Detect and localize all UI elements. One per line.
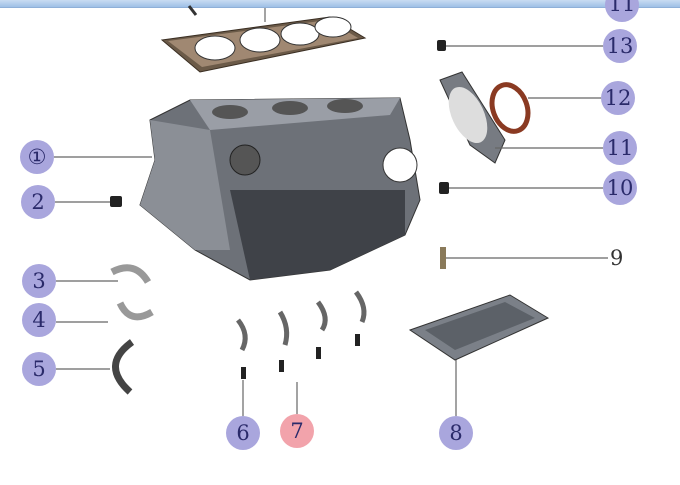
svg-text:5: 5 — [32, 357, 45, 381]
svg-text:3: 3 — [32, 269, 45, 293]
lower-bearing-shell[interactable] — [116, 301, 154, 321]
rear-seal-housing[interactable] — [439, 71, 506, 164]
jet-bolts — [241, 334, 360, 379]
callout-7[interactable]: 7 — [280, 414, 314, 448]
callout-10[interactable]: 10 — [603, 171, 637, 205]
callout-1[interactable]: ① — [20, 140, 54, 174]
callout-5[interactable]: 5 — [22, 352, 56, 386]
svg-text:11: 11 — [607, 136, 634, 160]
piston-oil-jets[interactable] — [235, 290, 367, 352]
callout-11[interactable]: 11 — [603, 131, 637, 165]
callout-11-top[interactable]: 11 — [605, 0, 639, 22]
main-bearing-ladder[interactable] — [408, 294, 550, 361]
callout-12[interactable]: 12 — [601, 81, 635, 115]
rear-oil-seal[interactable] — [486, 80, 534, 137]
svg-text:6: 6 — [236, 421, 249, 445]
sleeve[interactable] — [439, 182, 449, 194]
thrust-bearing[interactable] — [112, 339, 135, 395]
svg-text:2: 2 — [31, 190, 44, 214]
plug[interactable] — [437, 40, 446, 51]
callout-6[interactable]: 6 — [226, 416, 260, 450]
svg-text:12: 12 — [605, 86, 632, 110]
dowel-pin[interactable] — [110, 196, 122, 207]
head-gasket[interactable] — [160, 8, 367, 73]
bolt[interactable] — [440, 247, 446, 269]
svg-text:10: 10 — [607, 176, 634, 200]
callout-13[interactable]: 13 — [603, 29, 637, 63]
svg-text:11: 11 — [609, 0, 636, 16]
window-top-bar — [0, 0, 680, 8]
svg-text:4: 4 — [32, 308, 45, 332]
callout-2[interactable]: 2 — [21, 185, 55, 219]
callout-3[interactable]: 3 — [22, 264, 56, 298]
callout-8[interactable]: 8 — [439, 416, 473, 450]
callout-4[interactable]: 4 — [22, 303, 56, 337]
svg-text:8: 8 — [449, 421, 462, 445]
svg-text:7: 7 — [290, 419, 303, 443]
bolt — [187, 5, 198, 16]
svg-text:13: 13 — [607, 34, 634, 58]
upper-bearing-shell[interactable] — [110, 264, 152, 284]
cylinder-block[interactable] — [139, 97, 421, 281]
callout-9[interactable]: 9 — [610, 246, 623, 270]
svg-text:①: ① — [28, 145, 47, 169]
